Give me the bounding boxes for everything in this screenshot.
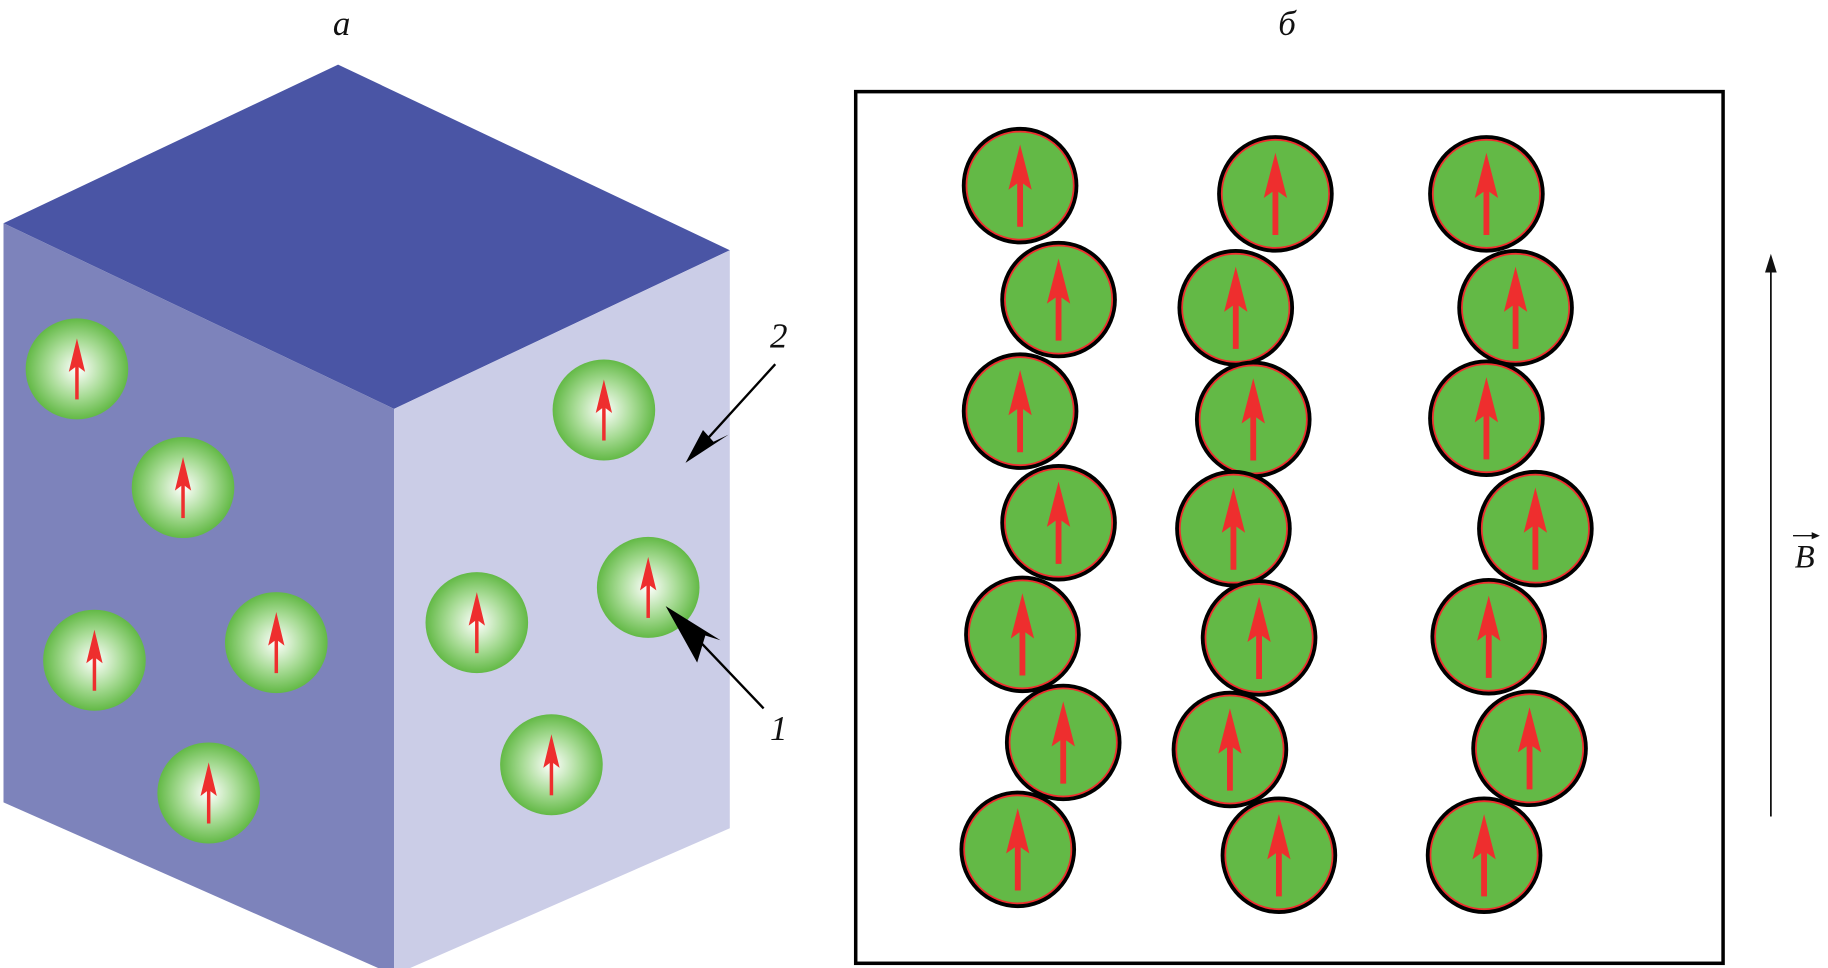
chain-particle bbox=[1004, 683, 1122, 802]
spin-arrow-icon bbox=[1006, 808, 1030, 891]
magnetic-particle bbox=[131, 437, 235, 539]
spin-arrow-icon bbox=[1008, 370, 1032, 453]
chain-particle bbox=[1175, 469, 1292, 588]
spin-arrow-icon bbox=[1010, 593, 1035, 676]
spin-arrow-icon bbox=[1267, 814, 1291, 897]
magnetic-particle bbox=[425, 572, 529, 674]
chain-particle bbox=[964, 575, 1081, 694]
spin-arrow-icon bbox=[1503, 266, 1528, 349]
chain-particle bbox=[1171, 690, 1289, 809]
spin-arrow-icon bbox=[1472, 814, 1496, 897]
chain-particle bbox=[1200, 579, 1318, 697]
chain-particle bbox=[1220, 796, 1338, 914]
chain-particle bbox=[1428, 359, 1545, 477]
chain-particle bbox=[1217, 135, 1334, 253]
particle-chain-2 bbox=[1171, 135, 1338, 914]
particle-chain-1 bbox=[959, 126, 1122, 909]
chain-particle bbox=[959, 790, 1077, 909]
spin-arrow-icon bbox=[640, 556, 657, 618]
magnetic-particle bbox=[25, 318, 129, 420]
callout-2-arrow bbox=[685, 363, 777, 463]
spin-arrow-icon bbox=[1263, 152, 1288, 235]
magnetic-field-arrow bbox=[1765, 253, 1777, 817]
chain-particle bbox=[1471, 689, 1588, 808]
particle-chain-3 bbox=[1425, 135, 1594, 914]
callout-2-label: 2 bbox=[770, 317, 787, 356]
chain-particle bbox=[961, 352, 1079, 470]
spin-arrow-icon bbox=[268, 612, 285, 674]
cube-top-face bbox=[3, 64, 730, 409]
spin-arrow-icon bbox=[1046, 481, 1071, 564]
spin-arrow-icon bbox=[1224, 266, 1248, 349]
spin-arrow-icon bbox=[1218, 708, 1242, 791]
callout-1-label: 1 bbox=[770, 709, 787, 748]
spin-arrow-icon bbox=[1247, 596, 1271, 680]
magnetic-particle bbox=[225, 592, 328, 694]
magnetic-particle bbox=[157, 742, 260, 844]
field-label: B bbox=[1793, 532, 1820, 575]
chain-particle bbox=[1425, 796, 1543, 914]
spin-arrow-icon bbox=[174, 456, 192, 519]
spin-arrow-icon bbox=[595, 379, 613, 441]
spin-arrow-icon bbox=[1051, 701, 1075, 784]
callout-1-arrow bbox=[665, 606, 765, 710]
magnetic-particle bbox=[500, 714, 603, 816]
panel-b-frame bbox=[853, 89, 1725, 966]
chain-particle bbox=[1194, 360, 1312, 479]
chain-particle bbox=[1428, 135, 1545, 253]
spin-arrow-icon bbox=[86, 629, 103, 691]
chain-particle bbox=[1477, 469, 1594, 588]
spin-arrow-icon bbox=[1477, 595, 1501, 678]
chain-particle bbox=[1430, 577, 1548, 696]
panel-a-label: а bbox=[333, 4, 350, 43]
spin-arrow-icon bbox=[1517, 707, 1542, 790]
spin-arrow-icon bbox=[1008, 144, 1032, 227]
chain-particle bbox=[1457, 249, 1574, 367]
spin-arrow-icon bbox=[68, 338, 86, 400]
particle-chains bbox=[959, 126, 1594, 914]
field-label-text: B bbox=[1795, 539, 1815, 575]
chain-particle bbox=[1000, 240, 1117, 359]
cube bbox=[3, 64, 730, 968]
dispersed-particles bbox=[25, 318, 700, 844]
spin-arrow-icon bbox=[1046, 258, 1071, 341]
chain-particle bbox=[1177, 249, 1295, 367]
spin-arrow-icon bbox=[1474, 152, 1499, 235]
spin-arrow-icon bbox=[1474, 377, 1499, 460]
spin-arrow-icon bbox=[200, 762, 217, 824]
spin-arrow-icon bbox=[1241, 378, 1265, 461]
spin-arrow-icon bbox=[1523, 487, 1548, 570]
spin-arrow-icon bbox=[468, 592, 485, 654]
spin-arrow-icon bbox=[543, 734, 560, 796]
magnetic-particle bbox=[552, 359, 656, 461]
panel-b-label: б bbox=[1278, 4, 1297, 43]
chain-particle bbox=[961, 126, 1079, 245]
chain-particle bbox=[1000, 464, 1117, 582]
magnetic-particle bbox=[43, 609, 146, 711]
spin-arrow-icon bbox=[1221, 487, 1246, 570]
